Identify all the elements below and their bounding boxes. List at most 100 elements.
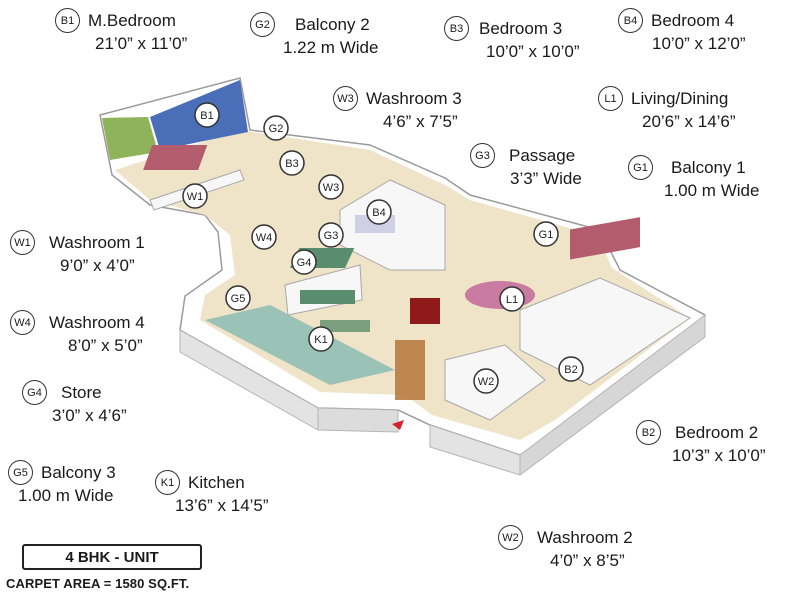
cabinet-red bbox=[410, 298, 440, 324]
room-name: Bedroom 3 bbox=[479, 18, 563, 38]
plan-badge-label-g1: G1 bbox=[539, 229, 554, 241]
room-code-badge: W3 bbox=[333, 86, 358, 111]
plan-badge-w1 bbox=[182, 183, 208, 209]
room-code-badge: B3 bbox=[444, 16, 469, 41]
room-name: Balcony 2 bbox=[295, 14, 370, 34]
entry-door bbox=[395, 340, 425, 400]
plan-badge-b4 bbox=[366, 199, 392, 225]
room-size: 10’0” x 12’0” bbox=[652, 34, 746, 53]
bedroom-2-bed bbox=[570, 217, 640, 260]
room-size: 3’3” Wide bbox=[510, 169, 582, 188]
room-size: 1.00 m Wide bbox=[18, 486, 114, 505]
legend-w4: W4 Washroom 4 8’0” x 5’0” bbox=[10, 310, 145, 357]
room-name: Passage bbox=[509, 145, 576, 165]
plan-badge-k1 bbox=[308, 326, 334, 352]
legend-w2: W2 Washroom 2 4’0” x 8’5” bbox=[498, 525, 633, 572]
plan-badge-label-b4: B4 bbox=[372, 207, 385, 219]
room-code-badge: K1 bbox=[155, 470, 180, 495]
plan-badge-w3 bbox=[318, 174, 344, 200]
kitchen-island bbox=[320, 320, 370, 332]
plan-badge-g2 bbox=[263, 115, 289, 141]
room-code-badge: G5 bbox=[8, 460, 33, 485]
plan-badge-label-g5: G5 bbox=[231, 293, 246, 305]
entry-arrow bbox=[392, 420, 404, 430]
room-size: 1.22 m Wide bbox=[283, 38, 379, 57]
plan-badge-g1 bbox=[533, 221, 559, 247]
carpet-area-label: CARPET AREA = 1580 SQ.FT. bbox=[6, 576, 190, 591]
legend-g4: G4 Store 3’0” x 4’6” bbox=[22, 380, 127, 427]
room-size: 8’0” x 5’0” bbox=[68, 336, 143, 355]
legend-g5: G5 Balcony 3 1.00 m Wide bbox=[8, 460, 116, 507]
plan-badge-label-w1: W1 bbox=[187, 191, 204, 203]
room-size: 10’3” x 10’0” bbox=[672, 446, 766, 465]
legend-w3: W3 Washroom 3 4’6” x 7’5” bbox=[333, 86, 462, 133]
plan-badge-g4 bbox=[291, 249, 317, 275]
master-bedroom-green-wall bbox=[102, 117, 158, 160]
legend-b3: B3 Bedroom 3 10’0” x 10’0” bbox=[444, 16, 580, 63]
room-name: Kitchen bbox=[188, 472, 245, 492]
plan-badge-b1 bbox=[194, 102, 220, 128]
plan-badge-w4 bbox=[251, 224, 277, 250]
room-name: Washroom 1 bbox=[49, 232, 145, 252]
room-name: Washroom 3 bbox=[366, 88, 462, 108]
plan-badge-label-b3: B3 bbox=[285, 158, 298, 170]
legend-g3: G3 Passage 3’3” Wide bbox=[470, 143, 582, 190]
room-size: 10’0” x 10’0” bbox=[486, 42, 580, 61]
plan-badge-label-g3: G3 bbox=[324, 230, 339, 242]
plan-badge-label-g4: G4 bbox=[297, 257, 312, 269]
plan-badge-label-w3: W3 bbox=[323, 182, 340, 194]
room-name: Balcony 1 bbox=[671, 157, 746, 177]
room-size: 4’0” x 8’5” bbox=[550, 551, 625, 570]
kitchen-counter bbox=[300, 290, 355, 304]
room-size: 4’6” x 7’5” bbox=[383, 112, 458, 131]
room-size: 20’6” x 14’6” bbox=[642, 112, 736, 131]
master-bed bbox=[143, 145, 208, 170]
plan-badge-l1 bbox=[499, 286, 525, 312]
plan-badge-label-g2: G2 bbox=[269, 123, 284, 135]
balcony-3-planter bbox=[205, 305, 395, 385]
room-code-badge: W4 bbox=[10, 310, 35, 335]
plan-badge-label-b2: B2 bbox=[564, 364, 577, 376]
room-size: 1.00 m Wide bbox=[664, 181, 760, 200]
legend-b1: B1 M.Bedroom 21’0” x 11’0” bbox=[55, 8, 187, 55]
room-name: Washroom 4 bbox=[49, 312, 145, 332]
plan-badge-label-l1: L1 bbox=[506, 294, 518, 306]
room-code-badge: G4 bbox=[22, 380, 47, 405]
wall-face-front bbox=[317, 407, 399, 433]
plan-badge-b3 bbox=[279, 150, 305, 176]
plan-badge-label-w2: W2 bbox=[478, 376, 495, 388]
room-size: 9’0” x 4’0” bbox=[60, 256, 135, 275]
wall-b2 bbox=[519, 277, 692, 386]
unit-type-label: 4 BHK - UNIT bbox=[22, 544, 202, 570]
plan-badge-label-k1: K1 bbox=[314, 334, 327, 346]
room-name: M.Bedroom bbox=[88, 10, 176, 30]
room-code-badge: B1 bbox=[55, 8, 80, 33]
plan-badge-label-w4: W4 bbox=[256, 232, 273, 244]
room-size: 3’0” x 4’6” bbox=[52, 406, 127, 425]
room-name: Store bbox=[61, 382, 102, 402]
wall-face-right bbox=[519, 313, 706, 476]
legend-b4: B4 Bedroom 4 10’0” x 12’0” bbox=[618, 8, 746, 55]
plan-badge-g3 bbox=[318, 222, 344, 248]
room-code-badge: G2 bbox=[250, 12, 275, 37]
room-name: Living/Dining bbox=[631, 88, 729, 108]
legend-g1: G1 Balcony 1 1.00 m Wide bbox=[628, 155, 759, 202]
room-code-badge: W2 bbox=[498, 525, 523, 550]
plan-badge-w2 bbox=[473, 368, 499, 394]
room-name: Bedroom 4 bbox=[651, 10, 735, 30]
room-size: 21’0” x 11’0” bbox=[95, 34, 188, 53]
room-code-badge: G3 bbox=[470, 143, 495, 168]
room-name: Washroom 2 bbox=[537, 527, 633, 547]
room-code-badge: B4 bbox=[618, 8, 643, 33]
room-code-badge: G1 bbox=[628, 155, 653, 180]
plan-badge-g5 bbox=[225, 285, 251, 311]
legend-g2: G2 Balcony 2 1.22 m Wide bbox=[250, 12, 378, 59]
room-name: Bedroom 2 bbox=[675, 422, 759, 442]
room-name: Balcony 3 bbox=[41, 462, 116, 482]
